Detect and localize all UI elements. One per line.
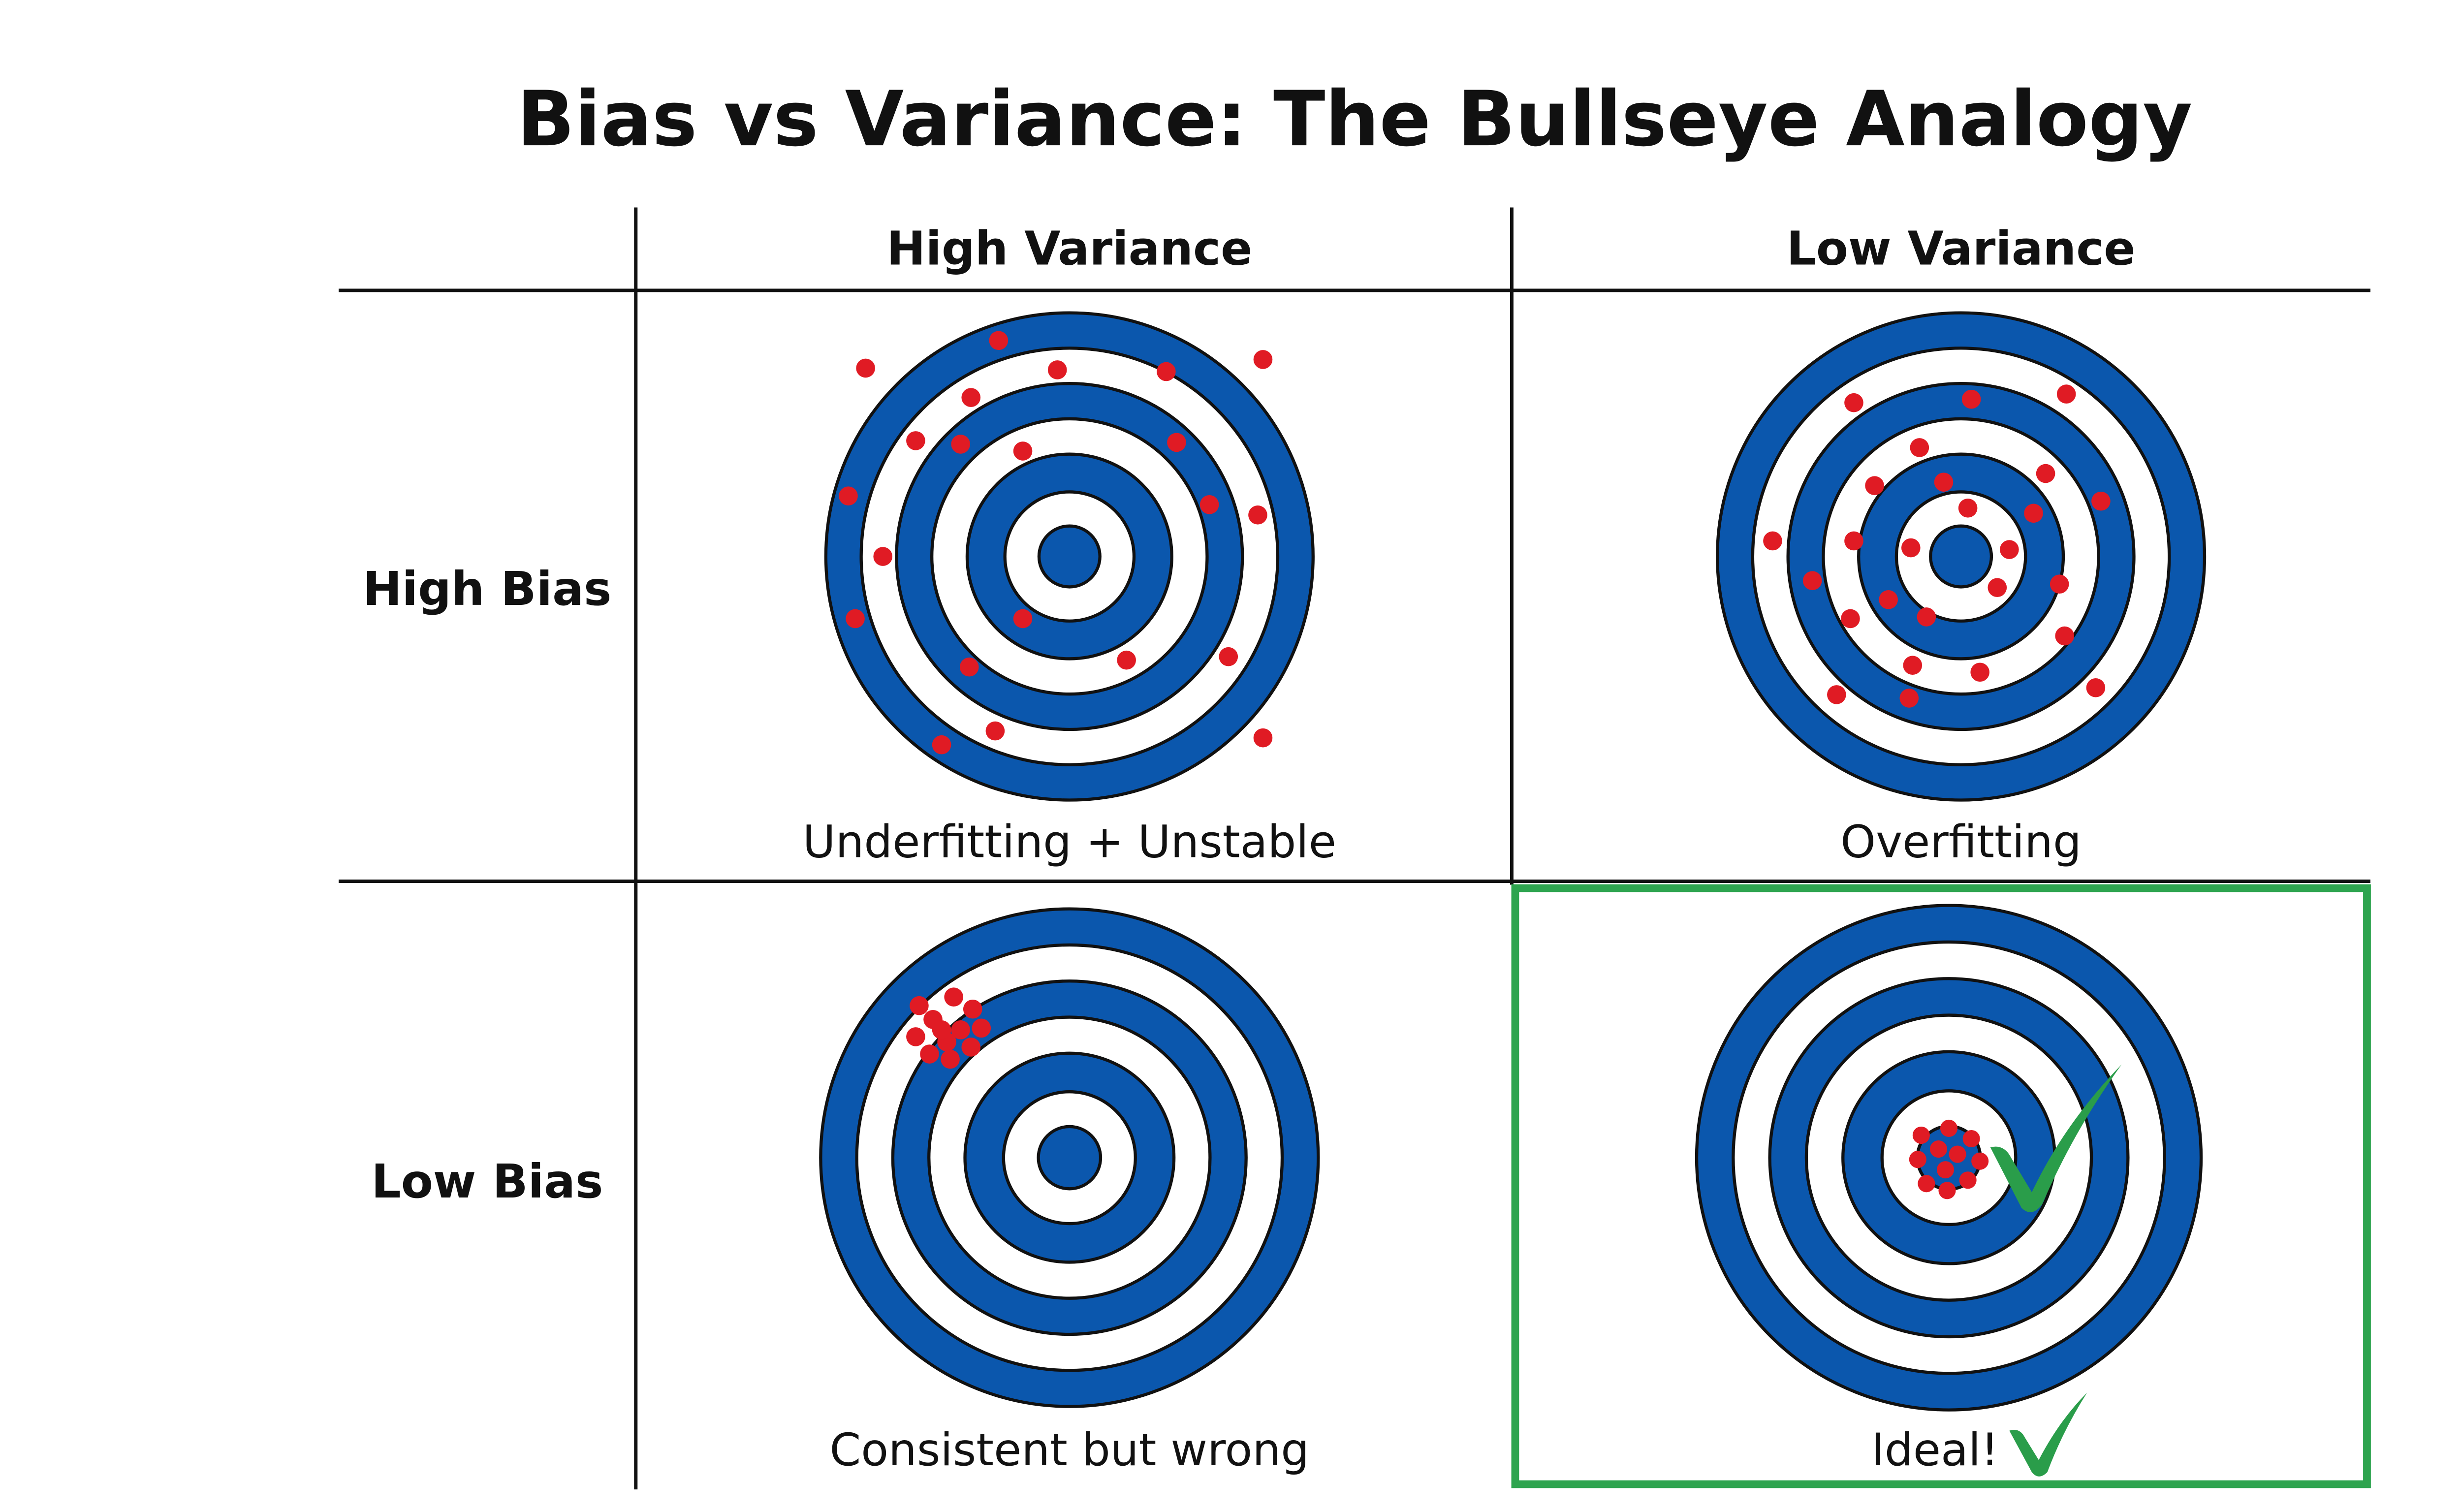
shot-dot (1909, 1151, 1926, 1168)
row-header-low-bias: Low Bias (371, 1155, 603, 1209)
shot-dot (932, 735, 951, 755)
caption-ideal: Ideal! (1871, 1423, 1999, 1476)
shot-dot (972, 1018, 991, 1038)
shot-dot (2036, 464, 2055, 483)
shot-dot (1929, 1140, 1947, 1158)
shot-dot (951, 435, 970, 454)
shot-dot (839, 486, 858, 506)
page-title: Bias vs Variance: The Bullseye Analogy (517, 75, 2192, 163)
shot-dot (1167, 433, 1186, 452)
shot-dot (1253, 728, 1273, 748)
shot-dot (961, 1038, 981, 1057)
shot-dot (1970, 662, 1989, 682)
shot-dot (1253, 350, 1273, 369)
shot-dot (2050, 574, 2069, 594)
target-low-bias-low-variance (1695, 904, 2203, 1412)
shot-dot (2091, 491, 2111, 511)
shot-dot (1903, 656, 1923, 675)
shot-dot (1047, 360, 1067, 379)
caption-overfitting: Overfitting (1840, 815, 2082, 868)
caption-underfitting-unstable: Underfitting + Unstable (803, 815, 1336, 868)
shot-dot (1865, 476, 1884, 495)
shot-dot (961, 388, 981, 407)
shot-dot (910, 996, 929, 1015)
shot-dot (1841, 609, 1860, 629)
target-low-bias-high-variance (819, 907, 1320, 1408)
bullseye-center (1929, 524, 1993, 589)
shot-dot (1988, 578, 2007, 598)
shot-dot (1910, 438, 1929, 457)
shot-dot (2000, 540, 2019, 559)
shot-dot (2055, 626, 2074, 646)
shot-dot (944, 987, 963, 1007)
shot-dot (1962, 1130, 1980, 1148)
shot-dot (906, 431, 925, 450)
shot-dot (963, 999, 982, 1019)
shot-dot (1936, 1161, 1955, 1179)
shot-dot (1912, 1126, 1930, 1144)
shot-dot (1917, 607, 1936, 627)
bullseye-center (1037, 1125, 1103, 1191)
shot-dot (959, 657, 979, 677)
shot-dot (1013, 441, 1033, 461)
shot-dot (906, 1027, 925, 1046)
shot-dot (873, 547, 893, 566)
shot-dot (1934, 472, 1954, 492)
shot-dot (1961, 389, 1981, 409)
shot-dot (1013, 609, 1033, 629)
shot-dot (856, 358, 875, 378)
shot-dot (1219, 647, 1238, 666)
shot-dot (951, 1020, 970, 1040)
shot-dot (1844, 393, 1863, 412)
caption-consistent-but-wrong: Consistent but wrong (830, 1423, 1310, 1476)
shot-dot (2024, 504, 2043, 523)
shot-dot (1827, 685, 1846, 704)
checkmark-icon (2009, 1392, 2087, 1477)
shot-dot (1949, 1145, 1966, 1163)
shot-dot (1879, 590, 1898, 609)
shot-dot (1958, 498, 1978, 518)
shot-dot (941, 1049, 960, 1069)
grid-lines (339, 207, 2370, 1490)
shot-dot (1959, 1171, 1977, 1189)
column-header-high-variance: High Variance (886, 221, 1252, 276)
shot-dot (1199, 495, 1219, 514)
shot-dot (1940, 1119, 1958, 1137)
shot-dot (1248, 505, 1267, 525)
shot-dot (989, 331, 1009, 350)
shot-dot (920, 1044, 939, 1064)
target-high-bias-low-variance (1715, 311, 2207, 802)
shot-dot (1899, 689, 1919, 708)
ideal-highlight-box (1511, 884, 2371, 1488)
shot-dot (1918, 1175, 1935, 1193)
shot-dot (1938, 1182, 1956, 1199)
shot-dot (846, 609, 865, 629)
checkmark-icon (1990, 1064, 2122, 1212)
shot-dot (2056, 384, 2076, 404)
shot-dot (1901, 538, 1921, 558)
row-header-high-bias: High Bias (363, 562, 611, 616)
shot-dot (932, 1020, 951, 1040)
bullseye-center (1037, 524, 1102, 589)
shot-dot (1157, 362, 1176, 381)
shot-dot (1802, 571, 1822, 591)
shot-dot (1971, 1152, 1989, 1170)
target-high-bias-high-variance (824, 311, 1315, 802)
shot-dot (2086, 678, 2106, 697)
shot-dot (1117, 650, 1136, 670)
shot-dot (985, 721, 1005, 741)
shot-dot (1844, 531, 1863, 551)
shot-dot (1763, 531, 1782, 551)
column-header-low-variance: Low Variance (1786, 221, 2135, 276)
